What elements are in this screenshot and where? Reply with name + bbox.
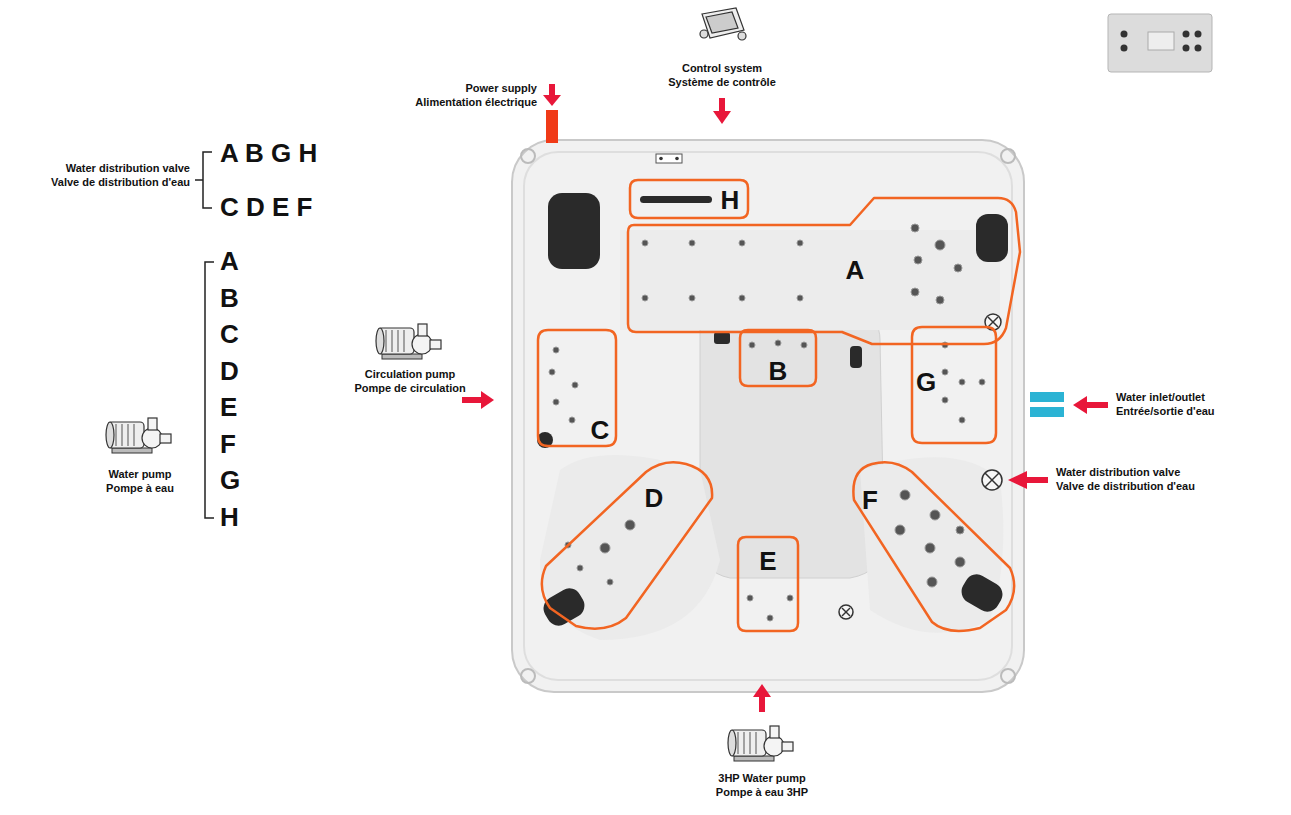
jet-zone: B (738, 328, 820, 390)
zone-letter: D (645, 485, 664, 511)
part-label: Alimentation électrique (415, 96, 537, 109)
zone-letter-label: G (220, 467, 240, 493)
part-label: Power supply (465, 82, 537, 95)
part-label: Control system (682, 62, 762, 75)
jet-zone: E (736, 535, 802, 635)
part-label: Circulation pump (365, 368, 455, 381)
part-label: Valve de distribution d'eau (1056, 480, 1195, 493)
jet-zone: A (622, 192, 1024, 348)
zone-outline (536, 458, 718, 632)
zone-outline (622, 192, 1024, 348)
part-label: Valve de distribution d'eau (51, 176, 190, 189)
zone-letter: C (591, 417, 610, 443)
jet-zone: C (536, 328, 620, 450)
zone-outline (842, 458, 1020, 636)
zone-letter-label: C D E F (220, 194, 312, 220)
part-label: Water distribution valve (1056, 466, 1180, 479)
zone-letter: F (862, 487, 878, 513)
jet-zone: G (910, 325, 1000, 447)
zone-letter-label: A (220, 248, 239, 274)
part-label: Water pump (108, 468, 171, 481)
jet-zone: F (842, 458, 1020, 636)
part-label: Entrée/sortie d'eau (1116, 405, 1215, 418)
part-label: Système de contrôle (668, 76, 776, 89)
part-label: 3HP Water pump (718, 772, 805, 785)
jet-zone: D (536, 458, 718, 632)
part-label: Water inlet/outlet (1116, 391, 1205, 404)
part-label: Pompe à eau (106, 482, 174, 495)
zone-letter: G (916, 369, 936, 395)
zone-letter-label: H (220, 504, 239, 530)
zone-letter-label: E (220, 394, 237, 420)
zone-letter-label: D (220, 358, 239, 384)
zone-letter-label: B (220, 285, 239, 311)
part-label: Pompe à eau 3HP (716, 786, 808, 799)
zone-letter-label: C (220, 321, 239, 347)
zone-letter: A (846, 257, 865, 283)
part-label: Pompe de circulation (354, 382, 465, 395)
zone-letter: E (759, 548, 776, 574)
jet-zone: H (628, 178, 750, 220)
zone-letter: B (769, 358, 788, 384)
zone-letter: H (721, 187, 740, 213)
part-label: Water distribution valve (66, 162, 190, 175)
zone-letter-label: A B G H (220, 140, 317, 166)
zone-letter-label: F (220, 431, 236, 457)
